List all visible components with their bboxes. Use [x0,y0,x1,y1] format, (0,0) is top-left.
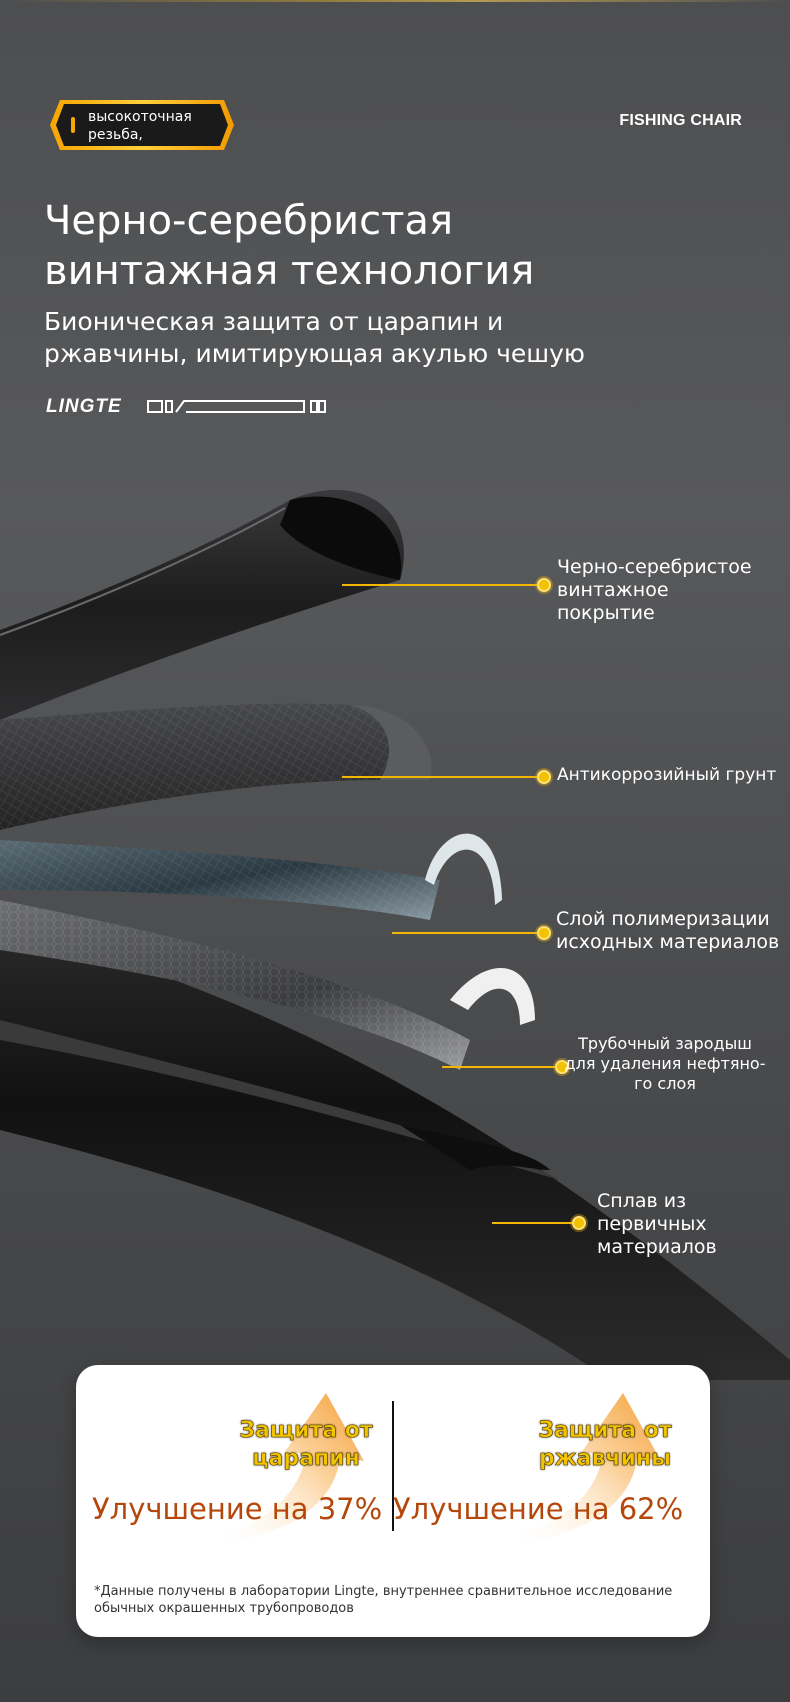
badge-frame-icon [50,100,234,150]
callout-label-line: Слой полимеризации [556,908,770,930]
callout-label-line: материалов [597,1236,717,1258]
stat-title-line: царапин [252,1446,360,1472]
stats-card: Защита от царапин Улучшение на 37% Защит… [76,1365,710,1637]
brand-logo: LINGTE [46,396,336,418]
callout-dot [537,578,551,592]
badge-text-line: высокоточная [88,109,192,125]
callout-leader-line [342,584,540,586]
callout-leader-line [392,932,540,934]
top-divider [0,0,790,2]
callout-label-line: первичных [597,1213,707,1235]
brand-label: FISHING CHAIR [619,112,742,129]
stat-title-line: Защита от [538,1418,672,1444]
badge-text: высокоточная резьба, [88,108,192,144]
stat-scratch: Защита от царапин Улучшение на 37% [76,1365,393,1565]
callout-label: Сплав из первичных материалов [597,1190,717,1259]
feature-badge: высокоточная резьба, [48,98,236,152]
arrow-up-icon [513,1393,661,1543]
callout-dot [537,770,551,784]
callout-label-line: для удаления нефтяно- [564,1054,766,1073]
stats-divider [392,1401,394,1531]
stat-title-line: Защита от [239,1418,373,1444]
page-subtitle: Бионическая защита от царапин и ржавчины… [44,306,764,370]
callout-label-line: винтажное [557,579,669,601]
callout-label-line: исходных материалов [556,931,780,953]
callout-label: Черно-серебристое винтажное покрытие [557,556,752,625]
page-title: Черно-серебристая винтажная технология [44,196,744,296]
footnote-line: обычных окрашенных трубопроводов [94,1601,354,1616]
stat-title: Защита от ржавчины [495,1417,710,1473]
callout-label-line: Сплав из [597,1190,687,1212]
stat-title-line: ржавчины [538,1446,672,1472]
logo-wordmark: LINGTE [46,396,122,417]
badge-text-line: резьба, [88,127,143,143]
stat-rust: Защита от ржавчины Улучшение на 62% [393,1365,710,1565]
callout-dot [555,1060,569,1074]
stat-value: Улучшение на 62% [393,1492,684,1526]
page-subtitle-line: ржавчины, имитирующая акулью чешую [44,339,585,368]
stat-value: Улучшение на 37% [92,1492,383,1526]
callout-leader-line [442,1066,558,1068]
pipe-layers-illustration [0,489,790,1380]
callout-label-line: покрытие [557,602,655,624]
callout-label-line: Трубочный зародыш [578,1034,752,1053]
arrow-up-icon [216,1393,364,1543]
logo-decoration-icon [147,400,326,413]
callout-dot [537,926,551,940]
callout-label-line: го слоя [634,1074,696,1093]
page-title-line: винтажная технология [44,248,535,294]
page-subtitle-line: Бионическая защита от царапин и [44,307,504,336]
callout-dot [572,1216,586,1230]
footnote: *Данные получены в лаборатории Lingte, в… [94,1583,694,1617]
callout-label: Антикоррозийный грунт [557,764,776,787]
callout-label: Слой полимеризации исходных материалов [556,908,779,954]
callout-label-line: Антикоррозийный грунт [557,765,777,785]
callout-label-line: Черно-серебристое [557,556,752,578]
footnote-line: *Данные получены в лаборатории Lingte, в… [94,1584,673,1599]
callout-label: Трубочный зародыш для удаления нефтяно- … [560,1034,770,1094]
callout-leader-line [342,776,540,778]
callout-leader-line [492,1222,576,1224]
stat-title: Защита от царапин [196,1417,416,1473]
page-title-line: Черно-серебристая [44,198,454,244]
